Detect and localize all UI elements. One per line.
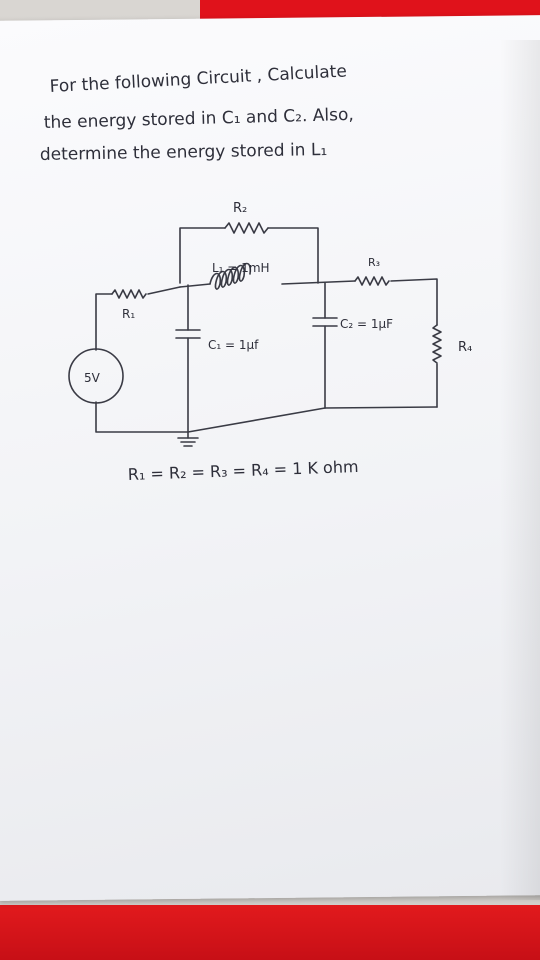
problem-line-1: For the following Circuit , Calculate [49,61,347,97]
resistor-r2 [224,222,269,234]
mid-bottom-wire [187,407,326,433]
ground-symbol [177,431,199,447]
label-c2: C₂ = 1μF [340,317,393,331]
left-bottom-wire [95,401,189,433]
label-l1: L₁ = 1mH [212,261,270,275]
circuit-diagram: R₂ R₁ L₁ = 1mH R₃ R₄ C₁ = 1μf [68,201,472,447]
r2-branch-wire [179,227,226,284]
problem-line-3: determine the energy stored in L₁ [40,140,328,165]
r3-to-r4-wire [390,278,438,326]
label-source: 5V [84,371,101,385]
given-values: R₁ = R₂ = R₃ = R₄ = 1 K ohm [127,457,358,484]
label-r3: R₃ [368,256,380,269]
node-to-l1-wire [179,283,211,288]
label-r4: R₄ [458,340,472,355]
label-r1: R₁ [122,307,135,321]
resistor-r3 [354,276,390,286]
red-mat-bottom [0,905,540,960]
resistor-r4 [432,324,442,364]
problem-statement: For the following Circuit , Calculate th… [40,61,354,165]
left-top-wire [95,293,113,351]
resistor-r1 [111,289,147,299]
l1-to-r3-wire [281,280,356,285]
voltage-source [68,348,124,404]
right-bottom-wire [324,406,438,409]
r1-to-node-wire [147,286,181,295]
label-c1: C₁ = 1μf [208,338,259,352]
inductor-l1 [209,262,252,290]
problem-line-2: the energy stored in C₁ and C₂. Also, [44,105,354,133]
label-r2: R₂ [233,201,247,216]
paper-shadow [500,40,540,900]
r2-branch-wire-right [267,227,319,284]
